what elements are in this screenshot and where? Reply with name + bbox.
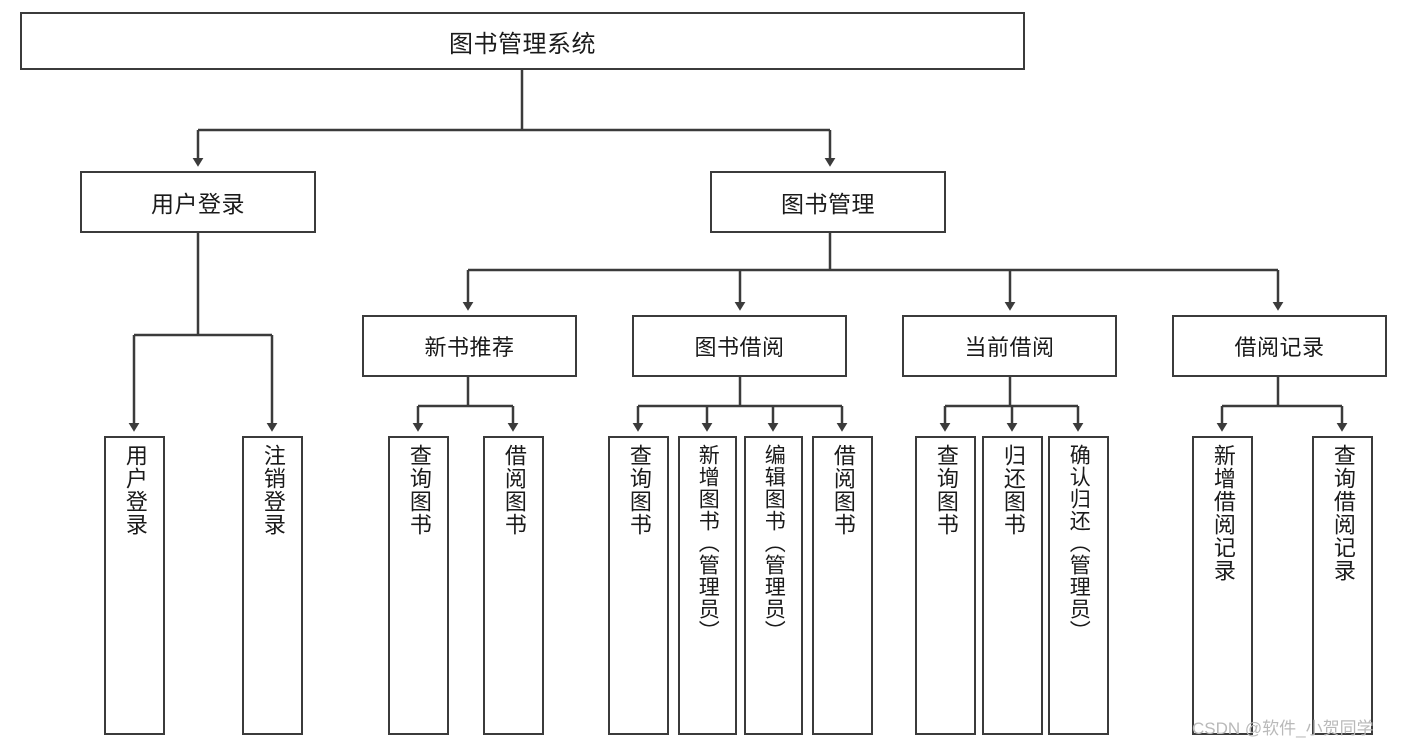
node-leaf-edit-book-label: 编辑图书（管理员） [762,444,786,642]
node-leaf-return-book[interactable]: 归还图书 [982,436,1043,735]
node-leaf-query-book-1[interactable]: 查询图书 [388,436,449,735]
node-leaf-query-book-3-label: 查询图书 [933,444,959,536]
node-leaf-edit-book[interactable]: 编辑图书（管理员） [744,436,803,735]
node-current-borrow-label: 当前借阅 [964,335,1055,360]
node-leaf-query-record-label: 查询借阅记录 [1330,444,1356,582]
node-leaf-borrow-book-2-label: 借阅图书 [830,444,856,536]
node-leaf-borrow-book-1[interactable]: 借阅图书 [483,436,544,735]
node-book-manage[interactable]: 图书管理 [710,171,946,233]
node-book-borrow[interactable]: 图书借阅 [632,315,847,377]
node-leaf-add-record[interactable]: 新增借阅记录 [1192,436,1253,735]
node-leaf-user-login-label: 用户登录 [122,444,148,536]
node-leaf-user-login[interactable]: 用户登录 [104,436,165,735]
node-leaf-query-book-3[interactable]: 查询图书 [915,436,976,735]
node-user-login-label: 用户登录 [151,191,245,217]
node-leaf-logout-label: 注销登录 [260,444,286,536]
node-book-manage-label: 图书管理 [781,191,875,217]
node-leaf-query-book-2-label: 查询图书 [626,444,652,536]
node-leaf-query-book-1-label: 查询图书 [406,444,432,536]
node-borrow-record-label: 借阅记录 [1234,335,1325,360]
node-root-label: 图书管理系统 [449,30,596,58]
node-leaf-confirm-return-label: 确认归还（管理员） [1067,444,1091,642]
node-root[interactable]: 图书管理系统 [20,12,1025,70]
node-leaf-add-book[interactable]: 新增图书（管理员） [678,436,737,735]
node-current-borrow[interactable]: 当前借阅 [902,315,1117,377]
node-leaf-logout[interactable]: 注销登录 [242,436,303,735]
node-leaf-query-book-2[interactable]: 查询图书 [608,436,669,735]
node-user-login[interactable]: 用户登录 [80,171,316,233]
node-borrow-record[interactable]: 借阅记录 [1172,315,1387,377]
node-leaf-return-book-label: 归还图书 [1000,444,1026,536]
node-leaf-add-record-label: 新增借阅记录 [1210,444,1236,582]
node-leaf-query-record[interactable]: 查询借阅记录 [1312,436,1373,735]
node-leaf-borrow-book-1-label: 借阅图书 [501,444,527,536]
node-new-book-recommend-label: 新书推荐 [424,335,515,360]
watermark: CSDN @软件_小贺同学 [1192,719,1374,738]
node-leaf-add-book-label: 新增图书（管理员） [696,444,720,642]
node-leaf-borrow-book-2[interactable]: 借阅图书 [812,436,873,735]
node-book-borrow-label: 图书借阅 [694,335,785,360]
node-new-book-recommend[interactable]: 新书推荐 [362,315,577,377]
node-leaf-confirm-return[interactable]: 确认归还（管理员） [1048,436,1109,735]
